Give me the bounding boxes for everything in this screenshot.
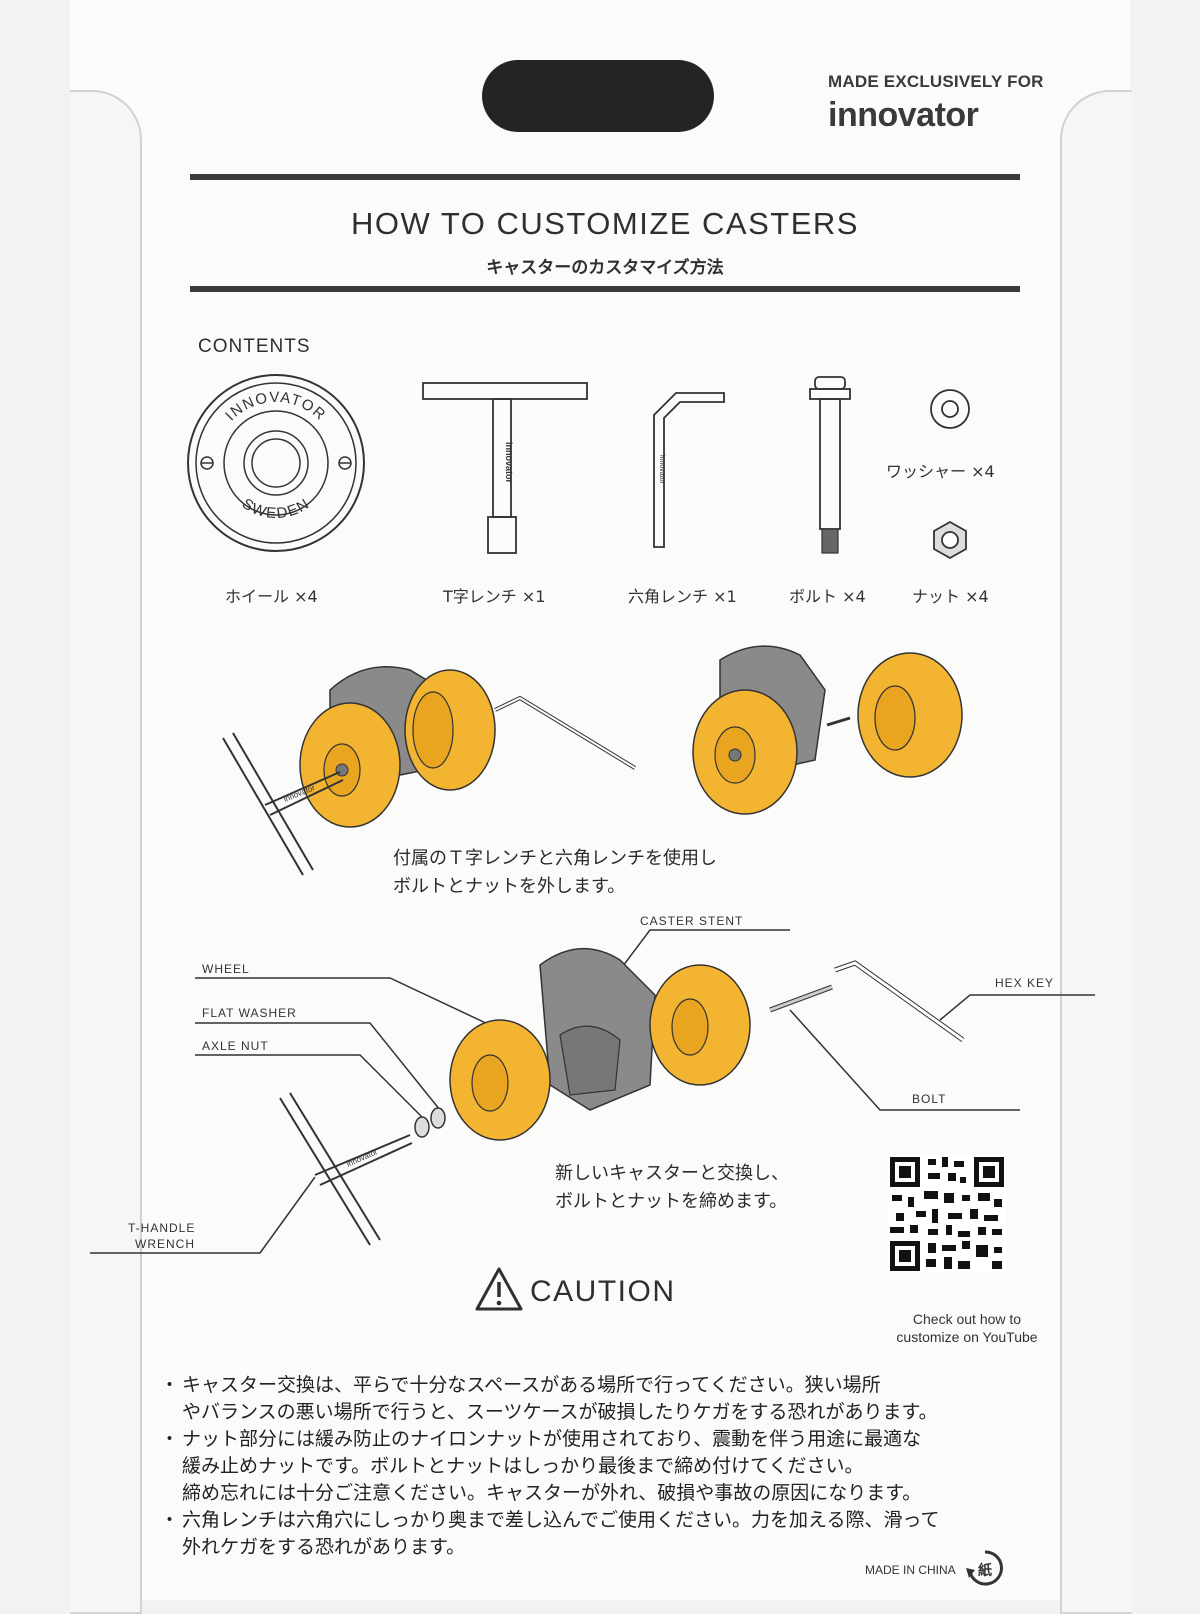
step2-text-line1: 新しいキャスターと交換し、	[555, 1163, 789, 1184]
brand-logo: innovator	[828, 96, 979, 134]
step2-text-line2: ボルトとナットを締めます。	[555, 1191, 788, 1212]
caution-note-text: キャスター交換は、平らで十分なスペースがある場所で行ってください。狭い場所 やバ…	[182, 1374, 938, 1423]
label-flat-washer: FLAT WASHER	[202, 1006, 297, 1020]
exploded-view-illustration: innovator	[90, 929, 1095, 1254]
removal-illustration: innovator	[222, 645, 963, 876]
wheel-text-bottom: SWEDEN	[239, 495, 312, 522]
label-axle-nut: AXLE NUT	[202, 1039, 269, 1053]
wrench-brand-text: innovator	[504, 442, 514, 483]
t-wrench-illustration: innovator	[422, 382, 588, 554]
label-hex-key: HEX KEY	[995, 976, 1055, 990]
wheel-count-label: ホイール ×4	[225, 587, 318, 606]
caution-notes: ・キャスター交換は、平らで十分なスペースがある場所で行ってください。狭い場所 や…	[160, 1372, 1060, 1561]
left-blister-edge	[70, 90, 142, 1614]
title-rule-top	[190, 174, 1020, 180]
t-wrench-count-label: T字レンチ ×1	[443, 587, 546, 606]
washer-count-label: ワッシャー ×4	[886, 462, 995, 481]
nut-count-label: ナット ×4	[912, 587, 989, 606]
qr-caption: Check out how to customize on YouTube	[872, 1310, 1062, 1346]
label-bolt: BOLT	[912, 1092, 947, 1106]
bolt-illustration	[809, 376, 851, 554]
right-blister-edge	[1060, 90, 1132, 1614]
page-subtitle: キャスターのカスタマイズ方法	[486, 258, 724, 278]
caution-note: ・六角レンチは六角穴にしっかり奥まで差し込んでご使用ください。力を加える際、滑っ…	[160, 1507, 1060, 1561]
nut-illustration	[933, 520, 967, 560]
paper-recycle-icon: 紙	[966, 1550, 1003, 1586]
step1-text-line2: ボルトとナットを外します。	[393, 876, 626, 897]
hex-key-count-label: 六角レンチ ×1	[628, 587, 737, 606]
package-card	[70, 0, 1130, 1600]
washer-illustration	[930, 389, 970, 429]
label-t-handle: T-HANDLE	[128, 1221, 196, 1235]
page-title: HOW TO CUSTOMIZE CASTERS	[351, 206, 859, 241]
note-bullet: ・	[160, 1374, 180, 1396]
title-rule-bottom	[190, 286, 1020, 292]
qr-caption-line2: customize on YouTube	[896, 1329, 1038, 1345]
qr-code[interactable]	[888, 1155, 1006, 1273]
wheel-illustration: INNOVATOR SWEDEN	[187, 374, 365, 552]
hex-key-illustration: innovator	[653, 392, 725, 548]
qr-caption-line1: Check out how to	[912, 1311, 1022, 1327]
made-in-text: MADE IN CHINA	[865, 1563, 956, 1577]
hang-hole	[482, 60, 714, 132]
caution-note: ・キャスター交換は、平らで十分なスペースがある場所で行ってください。狭い場所 や…	[160, 1372, 1060, 1426]
caution-heading: CAUTION	[530, 1275, 676, 1308]
caution-note-text: 六角レンチは六角穴にしっかり奥まで差し込んでご使用ください。力を加える際、滑って…	[182, 1509, 940, 1558]
svg-text:INNOVATOR: INNOVATOR	[222, 389, 329, 424]
recycle-mark-text: 紙	[978, 1562, 992, 1579]
label-wheel: WHEEL	[202, 962, 250, 976]
caution-note-text: ナット部分には緩み防止のナイロンナットが使用されており、震動を伴う用途に最適な …	[182, 1428, 922, 1504]
label-t-handle-wrench: WRENCH	[135, 1237, 195, 1251]
svg-text:SWEDEN: SWEDEN	[239, 495, 313, 522]
step1-text-line1: 付属のＴ字レンチと六角レンチを使用し	[393, 848, 717, 869]
note-bullet: ・	[160, 1509, 180, 1531]
note-bullet: ・	[160, 1428, 180, 1450]
svg-text:innovator: innovator	[658, 455, 665, 484]
label-caster-stent: CASTER STENT	[640, 914, 744, 928]
wheel-text-top: INNOVATOR	[222, 389, 328, 424]
contents-heading: CONTENTS	[198, 336, 311, 357]
caution-note: ・ナット部分には緩み防止のナイロンナットが使用されており、震動を伴う用途に最適な…	[160, 1426, 1060, 1507]
bolt-count-label: ボルト ×4	[789, 587, 866, 606]
made-for-text: MADE EXCLUSIVELY FOR	[828, 72, 1044, 91]
warning-icon	[475, 1267, 523, 1311]
